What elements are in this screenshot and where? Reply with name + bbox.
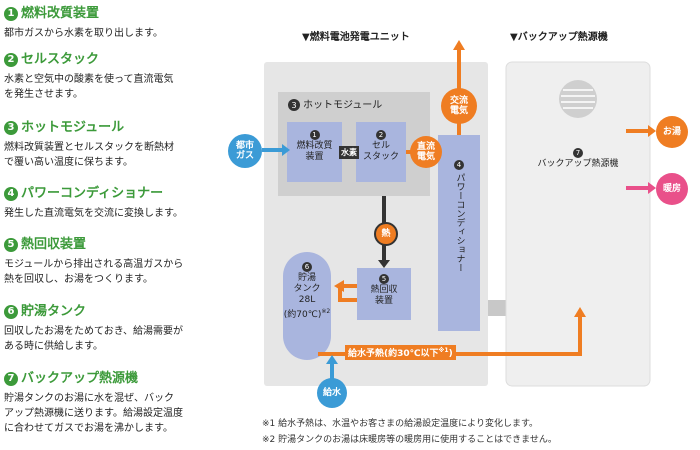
tank-return-arrowhead (334, 280, 344, 292)
legend-desc: モジュールから排出される高温ガスから 熱を回収し、お湯をつくります。 (4, 259, 184, 285)
legend-title: パワーコンディショナー (21, 186, 164, 201)
water-supply-arrowhead (326, 355, 338, 364)
legend-desc: 貯湯タンクのお湯に水を混ぜ、バック アップ熱源機に送ります。給湯設定温度 に合わ… (4, 393, 183, 434)
hydrogen-label: 水素 (339, 146, 359, 159)
backup-unit-body (505, 61, 651, 387)
number-badge: 3 (4, 121, 18, 135)
ac-arrowhead (453, 40, 465, 50)
power-conditioner-label: 4 パワーコンディショナー (454, 160, 465, 272)
legend-title: 熱回収装置 (21, 237, 87, 252)
legend-desc: 回収したお湯をためておき、給湯需要が ある時に供給します。 (4, 326, 183, 352)
number-badge: 7 (4, 372, 18, 386)
legend-desc: 燃料改質装置とセルスタックを断熱材 で覆い高い温度に保ちます。 (4, 142, 174, 168)
number-badge: 5 (379, 274, 389, 284)
reformer-label: 1 燃料改質 装置 (296, 130, 333, 162)
legend-title: バックアップ熱源機 (21, 371, 139, 386)
number-badge: 2 (376, 130, 386, 140)
number-badge: 3 (288, 99, 300, 111)
cell-stack-label: 2 セル スタック (362, 130, 399, 162)
legend-title: セルスタック (21, 52, 100, 67)
legend-desc: 都市ガスから水素を取り出します。 (4, 28, 163, 39)
number-badge: 1 (4, 7, 18, 21)
heating-arrowhead (648, 182, 656, 194)
tank-shape (283, 252, 331, 360)
number-badge: 1 (309, 130, 320, 140)
heat-chip: 熱 (374, 222, 398, 246)
number-badge: 2 (4, 53, 18, 67)
connector-pipe (486, 300, 508, 316)
heat-recovery-label: 5 熱回収 装置 (370, 274, 398, 306)
ac-electricity-chip: 交流 電気 (441, 88, 477, 124)
hot-water-chip: お湯 (656, 116, 688, 148)
backup-fan-icon (559, 80, 597, 118)
legend-desc: 発生した直流電気を交流に変換します。 (4, 208, 183, 219)
city-gas-chip: 都市 ガス (228, 134, 262, 168)
number-badge: 4 (4, 187, 18, 201)
number-badge: 6 (302, 262, 312, 272)
legend-desc: 水素と空気中の酸素を使って直流電気 を発生させます。 (4, 74, 174, 100)
legend-title: 貯湯タンク (21, 304, 87, 319)
hot-water-arrowhead (648, 125, 656, 137)
footnote-2: ※2 貯湯タンクのお湯は床暖房等の暖房用に使用することはできません。 (262, 435, 557, 445)
number-badge: 4 (454, 160, 464, 170)
city-gas-arrowhead (282, 144, 290, 156)
footnote-1: ※1 給水予熱は、水温やお客さまの給湯設定温度により変化します。 (262, 419, 539, 429)
header-fuel-cell-unit: ▼燃料電池発電ユニット (302, 32, 410, 43)
preheat-label: 給水予熱(約30℃以下※1) (345, 345, 456, 360)
backup-label: 7 バックアップ熱源機 (537, 148, 619, 169)
number-badge: 7 (573, 148, 583, 158)
water-supply-chip: 給水 (317, 378, 347, 408)
number-badge: 6 (4, 305, 18, 319)
header-backup-unit: ▼バックアップ熱源機 (510, 32, 608, 43)
legend-title: ホットモジュール (21, 120, 125, 135)
dc-electricity-chip: 直流 電気 (410, 136, 442, 168)
tank-return-arrow (338, 284, 357, 302)
preheat-arrowhead (574, 307, 586, 317)
heat-arrowhead (378, 260, 390, 268)
number-badge: 5 (4, 238, 18, 252)
legend-title: 燃料改質装置 (21, 6, 100, 21)
heating-chip: 暖房 (656, 173, 688, 205)
tank-label: 6 貯湯 タンク 28L (約70℃)※2 (283, 262, 331, 320)
